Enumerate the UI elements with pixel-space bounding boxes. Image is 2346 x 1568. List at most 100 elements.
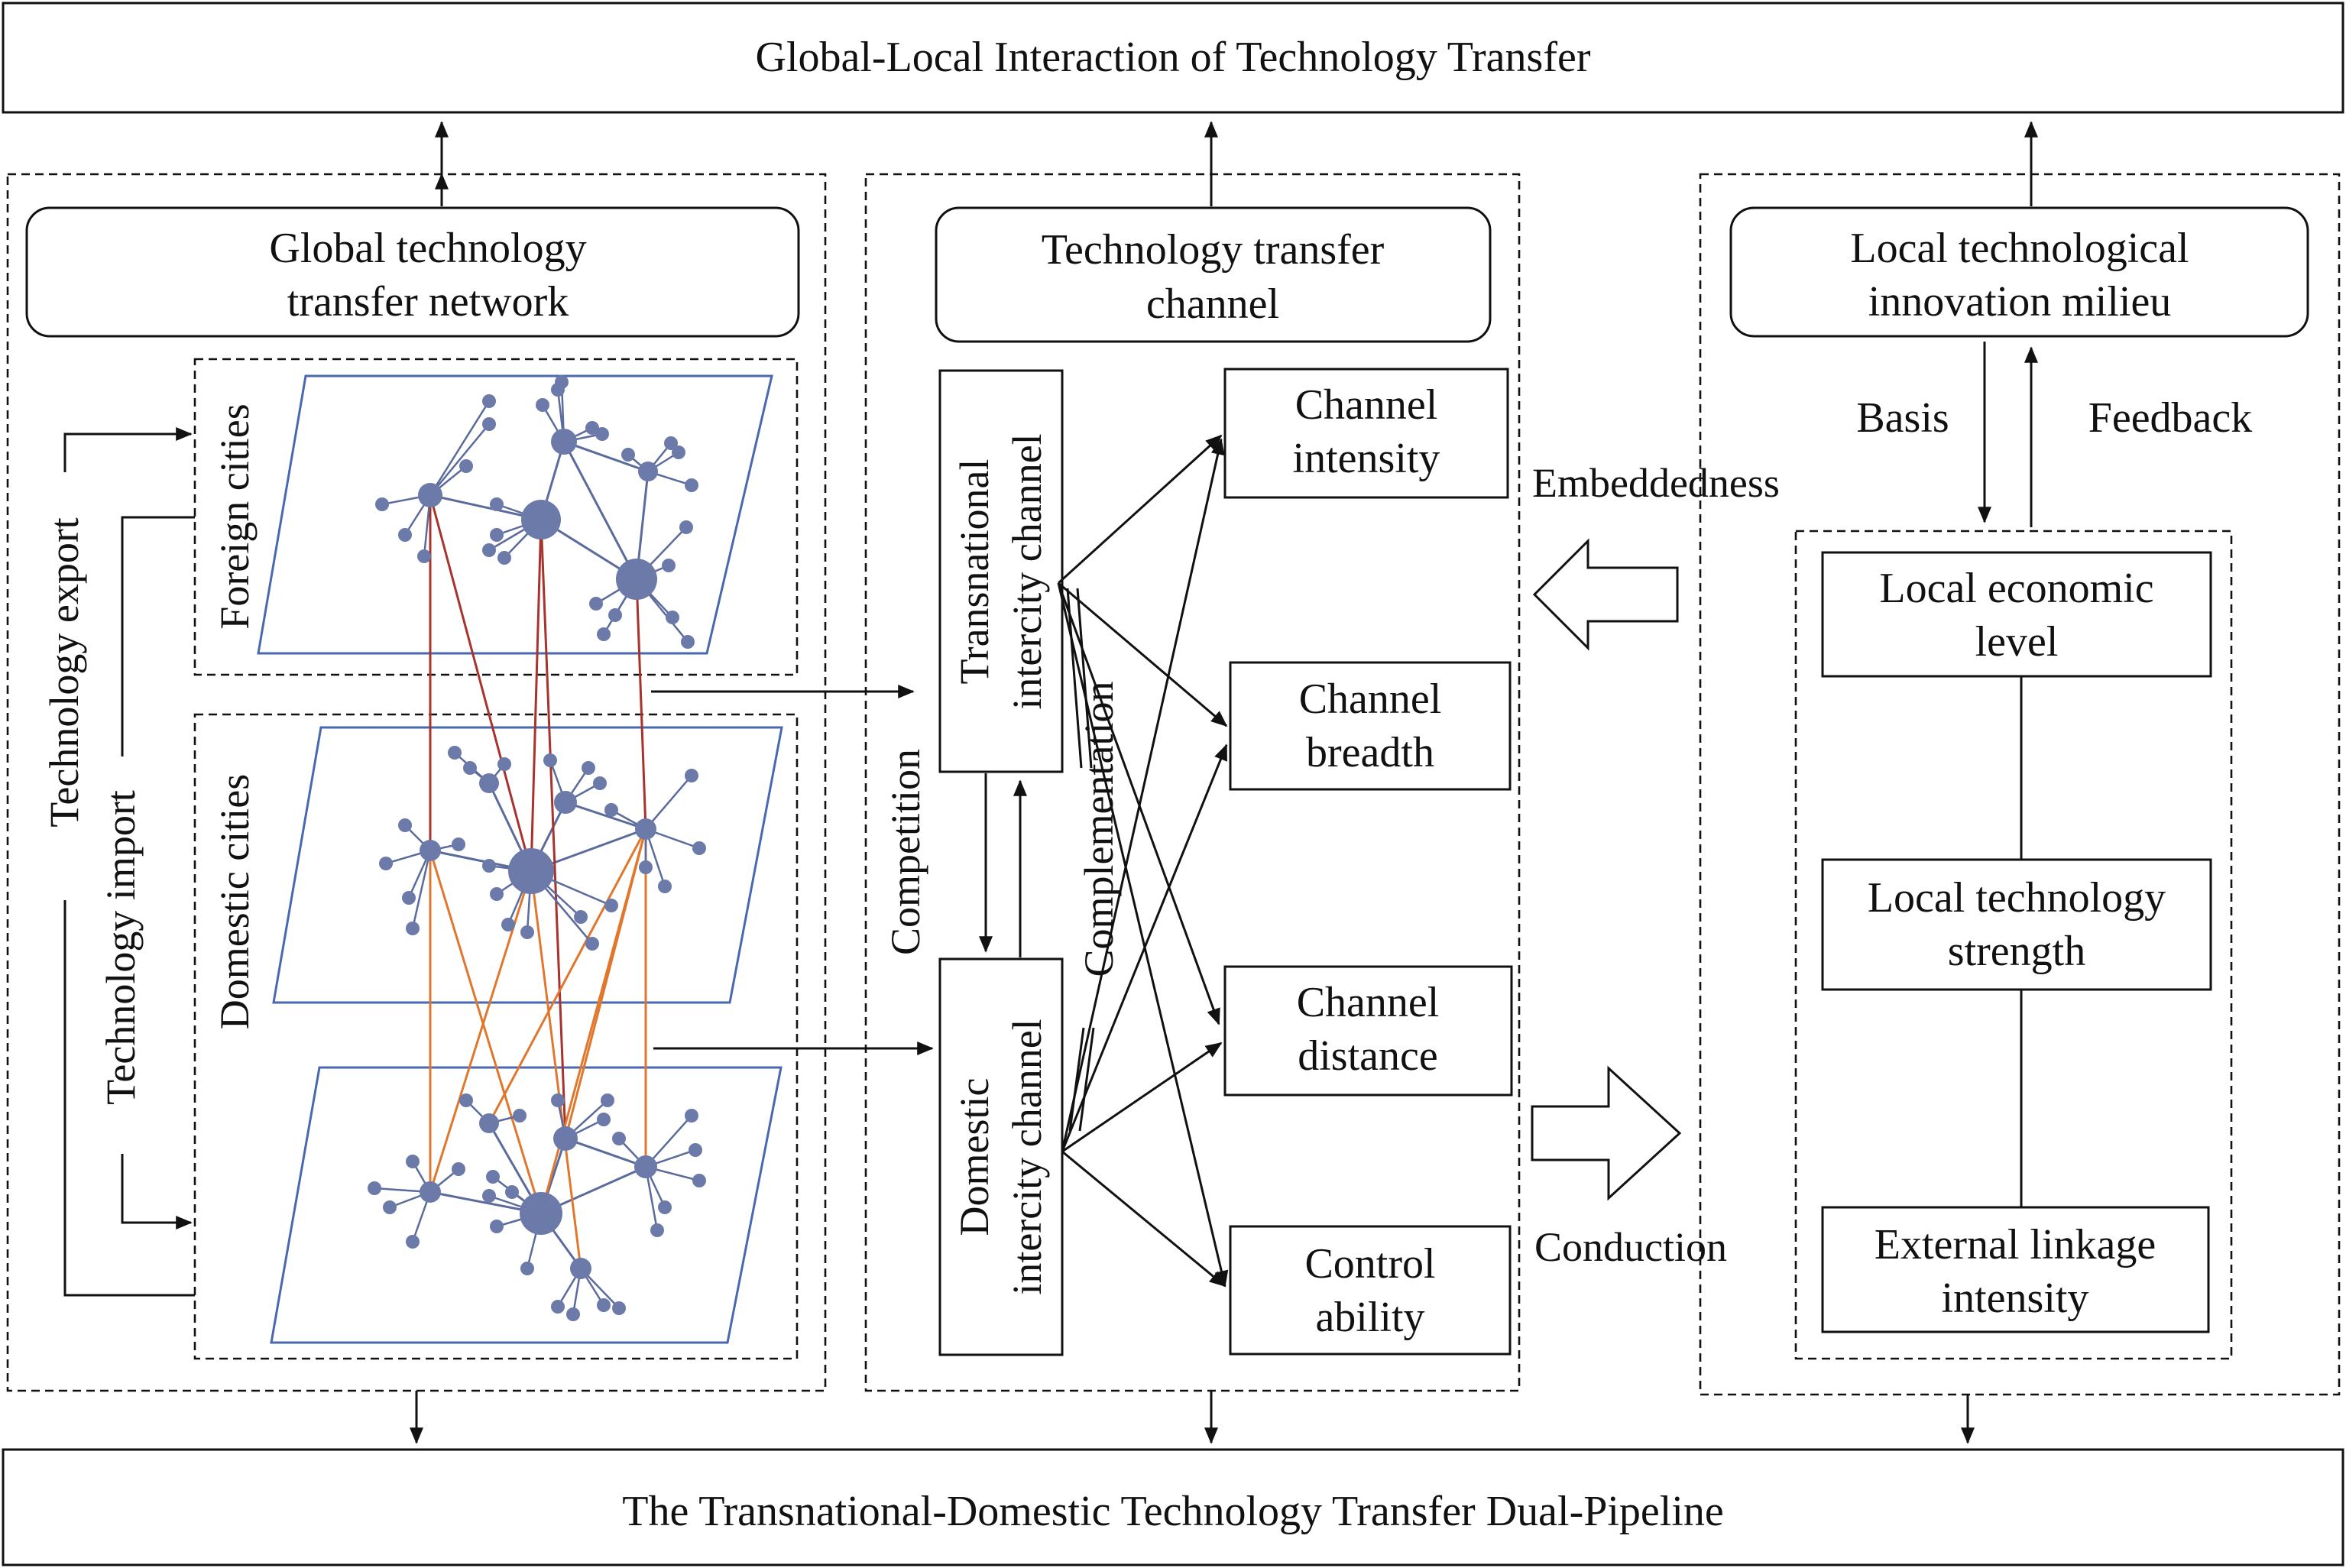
network-node — [566, 1307, 580, 1321]
domestic-cities-label: Domestic cities — [212, 774, 258, 1029]
network-node — [639, 860, 653, 874]
network-node — [406, 1235, 420, 1249]
embeddedness-block-arrow — [1532, 538, 1679, 651]
network-node — [406, 1155, 420, 1168]
network-node — [368, 1181, 381, 1195]
milieu-title-box — [1729, 206, 2309, 338]
network-node — [490, 497, 504, 511]
domestic-channel-label-line2: intercity channel — [1004, 1019, 1050, 1294]
network-node — [597, 1298, 611, 1312]
network-node — [621, 448, 635, 462]
embeddedness-label: Embeddedness — [1532, 460, 1780, 506]
network-node — [650, 1223, 664, 1237]
feedback-label: Feedback — [2088, 394, 2253, 442]
bottom-banner: The Transnational-Domestic Technology Tr… — [2, 1448, 2344, 1566]
domestic-fan-arrows — [1061, 438, 1228, 1288]
local-technology-strength-line1: Local technology — [1868, 874, 2166, 922]
network-node — [604, 899, 618, 912]
network-node — [452, 1162, 465, 1176]
network-node — [685, 1109, 698, 1123]
banner-arrows — [410, 121, 2038, 1444]
network-hub-node — [418, 483, 442, 507]
network-node — [612, 1132, 626, 1145]
right-panel: Local technological innovation milieu Ba… — [1699, 173, 2341, 1396]
network-node — [486, 1170, 500, 1184]
network-hub-node — [570, 1258, 591, 1279]
network-edge — [645, 775, 692, 830]
network-node — [662, 559, 676, 572]
network-node — [490, 528, 504, 542]
channel-title-line1: Technology transfer — [1042, 226, 1385, 274]
local-economic-level-box — [1821, 551, 2212, 678]
network-node — [679, 520, 693, 534]
global-network-title-line2: transfer network — [287, 278, 569, 326]
network-node — [672, 445, 685, 459]
conduction-label: Conduction — [1534, 1224, 1727, 1270]
network-node — [406, 922, 420, 935]
domestic-cities-box — [193, 713, 799, 1360]
local-technology-strength-line2: strength — [1948, 928, 2085, 975]
global-network-title-line1: Global technology — [269, 225, 586, 272]
domestic-link — [488, 828, 647, 1124]
channel-breadth-box — [1229, 661, 1512, 791]
network-hub-node — [479, 773, 499, 793]
transnational-label-line1: Transnational — [951, 459, 997, 685]
external-linkage-intensity-box — [1821, 1206, 2210, 1333]
network-node — [593, 776, 607, 790]
conduction-block-arrow — [1531, 1065, 1682, 1201]
network-node — [612, 1301, 626, 1315]
network-node — [536, 398, 549, 412]
network-node — [520, 1262, 534, 1275]
network-node — [448, 746, 462, 760]
network-node — [482, 394, 496, 408]
network-node — [505, 1185, 519, 1199]
milieu-factors-box — [1794, 530, 2233, 1360]
network-node — [574, 910, 588, 924]
network-node — [452, 837, 465, 851]
local-economic-level-line2: level — [1975, 618, 2059, 666]
domestic-link — [530, 870, 582, 1269]
network-node — [595, 427, 609, 441]
network-hub-node — [638, 462, 658, 481]
network-node — [658, 880, 672, 893]
top-banner: Global-Local Interaction of Technology T… — [2, 2, 2344, 114]
channel-breadth-line1: Channel — [1299, 675, 1442, 723]
network-node — [463, 761, 477, 775]
network-hub-node — [554, 791, 577, 814]
network-node — [689, 1143, 702, 1157]
domestic-channel-box — [938, 957, 1064, 1356]
network-node — [589, 597, 603, 611]
network-node — [597, 1113, 611, 1126]
foreign-domestic-link — [540, 519, 567, 1139]
technology-import-label: Technology import — [98, 790, 144, 1105]
network-edge — [429, 400, 491, 496]
external-linkage-intensity-line2: intensity — [1942, 1275, 2089, 1322]
network-node — [582, 761, 595, 775]
network-node — [692, 1174, 706, 1187]
network-node — [459, 459, 473, 473]
network-node — [501, 918, 515, 931]
technology-export-label: Technology export — [41, 517, 87, 828]
network-hub-node — [634, 1155, 657, 1178]
network-hub-node — [551, 429, 577, 455]
network-hub-node — [508, 848, 554, 894]
network-hub-node — [520, 1192, 562, 1235]
transnational-channel-box — [938, 369, 1064, 773]
channel-breadth-line2: breadth — [1306, 729, 1434, 776]
network-node — [520, 925, 534, 939]
network-node — [459, 1093, 473, 1107]
network-node — [597, 627, 611, 641]
network-node — [692, 841, 706, 855]
network-node — [658, 1200, 672, 1214]
top-banner-text: Global-Local Interaction of Technology T… — [756, 34, 1591, 81]
network-node — [513, 1109, 527, 1123]
network-node — [585, 937, 599, 951]
left-panel: Global technology transfer network Forei… — [6, 173, 934, 1392]
network-node — [379, 857, 393, 870]
network-hub-node — [553, 1126, 578, 1151]
network-node — [551, 1300, 565, 1314]
network-nodes — [368, 375, 706, 1321]
competition-label: Competition — [883, 749, 928, 955]
network-node — [551, 1093, 565, 1107]
